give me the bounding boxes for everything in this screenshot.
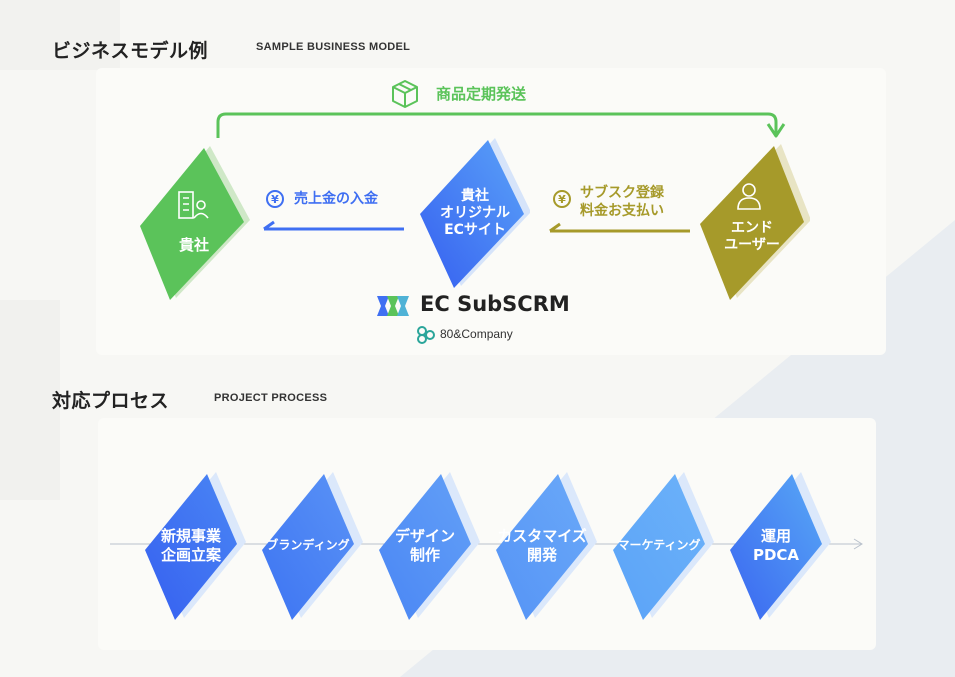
process-step-shape (379, 472, 480, 620)
process-step-label-line: ブランディング (266, 538, 350, 552)
end-user-shape (700, 144, 810, 300)
delivery-label: 商品定期発送 (436, 85, 527, 103)
end-user-label-line2: ユーザー (724, 236, 780, 253)
project-process-heading: 対応プロセス (52, 390, 170, 412)
80company-logo-text: 80&Company (440, 327, 513, 341)
project-process-subheading: PROJECT PROCESS (214, 392, 328, 404)
process-step-label-line: 企画立案 (160, 545, 221, 564)
process-step-shape (145, 472, 246, 620)
box-icon (392, 80, 418, 108)
yen-icon-subscription: ¥ (553, 190, 571, 208)
process-step-label-line: 制作 (409, 545, 440, 564)
user-icon (737, 183, 761, 210)
subscription-arrow (549, 222, 690, 233)
process-step-shape (613, 472, 714, 620)
yen-icon-sales: ¥ (266, 190, 284, 208)
process-step-label-line: カスタマイズ (497, 527, 587, 545)
process-step-label-line: 開発 (526, 545, 557, 564)
company-label: 貴社 (178, 236, 209, 254)
company-building-icon (178, 191, 209, 219)
ec-site-label-line3: ECサイト (444, 221, 506, 238)
end-user-label-line1: エンド (731, 220, 773, 236)
process-step-label: マーケティング (603, 538, 715, 553)
business-model-subheading: SAMPLE BUSINESS MODEL (256, 41, 411, 53)
subscription-label: サブスク登録 料金お支払い (580, 184, 664, 220)
process-step-shape (496, 472, 597, 620)
company-shape (140, 146, 250, 300)
subscription-label-line2: 料金お支払い (580, 203, 664, 220)
process-step-label-line: デザイン (394, 527, 455, 545)
80company-logo-icon (417, 326, 435, 344)
end-user-label: エンド ユーザー (712, 220, 792, 254)
ec-site-shape (420, 138, 530, 288)
process-step-label-line: PDCA (752, 545, 800, 564)
process-step-label-line: 新規事業 (160, 527, 221, 545)
delivery-arrow (216, 112, 786, 138)
process-step-label: 新規事業企画立案 (135, 527, 247, 565)
ec-site-label-line2: オリジナル (440, 204, 510, 221)
process-step-shape (262, 472, 363, 620)
process-step-shape (730, 472, 831, 620)
sales-arrow (263, 220, 404, 231)
business-model-heading: ビジネスモデル例 (52, 40, 209, 62)
process-step-label-line: 運用 (760, 527, 791, 545)
subscription-label-line1: サブスク登録 (580, 185, 664, 201)
process-step-label: デザイン制作 (369, 527, 481, 565)
ec-subscrm-logo-text: EC SubSCRM (420, 292, 570, 316)
process-step-label: カスタマイズ開発 (486, 527, 598, 565)
ec-subscrm-logo-icon (377, 296, 409, 316)
process-step-label: ブランディング (252, 538, 364, 553)
ec-site-label: 貴社 オリジナル ECサイト (430, 188, 520, 238)
sales-label: 売上金の入金 (294, 191, 378, 207)
process-step-label-line: マーケティング (617, 538, 701, 552)
ec-site-label-line1: 貴社 (461, 188, 489, 204)
